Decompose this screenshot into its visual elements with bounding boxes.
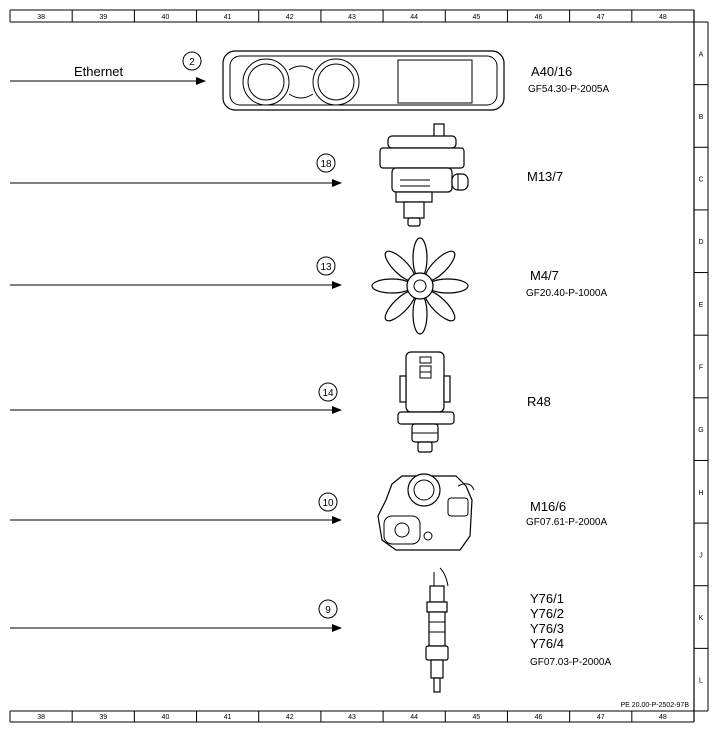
component-label: Y76/4 <box>530 636 564 651</box>
row-letter: C <box>698 177 703 184</box>
row-letter: D <box>698 239 703 246</box>
fuel-injector-icon <box>425 567 449 693</box>
column-number: 44 <box>410 714 418 721</box>
connector-circle <box>318 599 338 619</box>
reference-code: GF07.61-P-2000A <box>526 517 607 528</box>
row-letter: A <box>699 51 704 58</box>
throttle-actuator-icon <box>377 473 475 551</box>
column-number: 48 <box>659 714 667 721</box>
column-number: 41 <box>224 14 232 21</box>
component-label: M16/6 <box>530 499 566 514</box>
connection-y76: 9 Y76/1 Y76/2 Y76/3 Y76/4 GF07.03-P-2000… <box>10 567 611 693</box>
connection-m4-7: 13 M4/7 GF20.40-P-1000A <box>10 237 607 335</box>
fan-icon <box>371 237 469 335</box>
column-number: 42 <box>286 714 294 721</box>
component-label: Y76/3 <box>530 621 564 636</box>
ethernet-label: Ethernet <box>74 64 124 79</box>
row-letter: B <box>699 114 704 121</box>
reference-code: GF54.30-P-2005A <box>528 84 609 95</box>
row-letter: L <box>699 678 703 685</box>
row-letter: H <box>698 490 703 497</box>
column-scale-top: 38 39 40 41 42 43 44 45 46 47 48 <box>37 10 667 22</box>
instrument-cluster-icon <box>222 50 505 111</box>
row-letter: E <box>699 302 704 309</box>
row-scale-right: A B C D E F G H J K L <box>694 51 708 685</box>
row-letter: F <box>699 365 703 372</box>
connection-a40-16: 2 A40/16 GF54.30-P-2005A <box>10 50 609 111</box>
component-label: M13/7 <box>527 169 563 184</box>
column-number: 47 <box>597 14 605 21</box>
column-number: 47 <box>597 714 605 721</box>
reference-code: GF20.40-P-1000A <box>526 288 607 299</box>
connector-number: 13 <box>320 262 332 273</box>
connector-circle <box>182 51 202 71</box>
column-number: 48 <box>659 14 667 21</box>
component-label: M4/7 <box>530 268 559 283</box>
row-letter: K <box>699 615 704 622</box>
connector-number: 18 <box>320 159 332 170</box>
column-scale-bottom: 38 39 40 41 42 43 44 45 46 47 48 <box>37 711 667 722</box>
connector-number: 2 <box>189 57 195 68</box>
column-number: 40 <box>162 714 170 721</box>
temperature-sensor-icon <box>397 351 455 453</box>
column-number: 38 <box>37 14 45 21</box>
connector-circle <box>318 382 338 402</box>
reference-code: GF07.03-P-2000A <box>530 657 611 668</box>
connector-circle <box>318 492 338 512</box>
connector-number: 9 <box>325 605 331 616</box>
connection-m16-6: 10 M16/6 GF07.61-P-2000A <box>10 473 607 551</box>
coolant-pump-icon <box>379 123 469 227</box>
connection-r48: 14 R48 <box>10 351 551 453</box>
connector-number: 14 <box>322 388 334 399</box>
column-number: 46 <box>535 14 543 21</box>
connection-m13-7: 18 M13/7 <box>10 123 563 227</box>
column-number: 45 <box>472 14 480 21</box>
column-number: 40 <box>162 14 170 21</box>
component-label: Y76/1 <box>530 591 564 606</box>
drawing-frame <box>9 9 709 723</box>
column-number: 38 <box>37 714 45 721</box>
column-number: 41 <box>224 714 232 721</box>
component-label: Y76/2 <box>530 606 564 621</box>
connector-circle <box>316 256 336 276</box>
component-label: A40/16 <box>531 64 572 79</box>
column-number: 44 <box>410 14 418 21</box>
component-label: R48 <box>527 394 551 409</box>
column-number: 43 <box>348 714 356 721</box>
column-number: 43 <box>348 14 356 21</box>
connector-number: 10 <box>322 498 334 509</box>
column-number: 39 <box>99 714 107 721</box>
column-number: 46 <box>535 714 543 721</box>
row-letter: J <box>699 552 703 559</box>
column-number: 39 <box>99 14 107 21</box>
row-letter: G <box>698 427 703 434</box>
drawing-code: PE 20.00-P-2502-97B <box>621 702 690 709</box>
column-number: 45 <box>472 714 480 721</box>
column-number: 42 <box>286 14 294 21</box>
connector-circle <box>316 153 336 173</box>
